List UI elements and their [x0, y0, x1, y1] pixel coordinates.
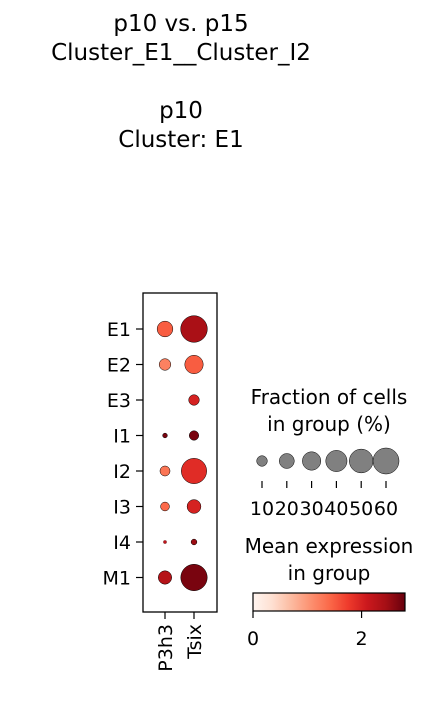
y-tick-label: E3: [107, 390, 131, 412]
dot-P3h3-I4: [163, 540, 167, 544]
dot-Tsix-I3: [186, 499, 202, 514]
colorbar-tick-label: 0: [247, 628, 259, 650]
color-legend: Mean expression in group 0 2: [245, 534, 414, 650]
dot-P3h3-E1: [156, 320, 174, 338]
dot-Tsix-E1: [180, 315, 208, 343]
size-legend-title: in group (%): [267, 412, 391, 436]
dot-Tsix-M1: [180, 564, 208, 591]
plot-frame: [142, 292, 218, 613]
size-legend-label: 60: [374, 498, 398, 520]
size-legend-dot: [256, 455, 268, 467]
title-line-1: p10 vs. p15: [113, 11, 249, 37]
x-tick-label: P3h3: [155, 624, 177, 672]
size-legend-label: 30: [300, 498, 324, 520]
dot-Tsix-E3: [188, 394, 200, 406]
colorbar-tick-label: 2: [356, 628, 368, 650]
y-tick-label: E2: [107, 355, 131, 377]
y-tick-label: E1: [107, 319, 131, 341]
dot-Tsix-E2: [184, 355, 204, 374]
size-legend-label: 40: [324, 498, 348, 520]
chart-title: p10 vs. p15 Cluster_E1__Cluster_I2 p10 C…: [0, 10, 362, 155]
size-legend-dot: [279, 453, 295, 469]
size-legend-dot: [302, 451, 322, 471]
dot-P3h3-M1: [158, 570, 172, 585]
y-tick-label: I4: [113, 532, 131, 554]
title-line-2: Cluster_E1__Cluster_I2: [51, 40, 311, 66]
dot-P3h3-I3: [160, 501, 170, 512]
colorbar: [252, 592, 406, 612]
title-line-4: p10: [159, 98, 203, 124]
dot-P3h3-I1: [162, 432, 168, 439]
size-legend-dot: [372, 447, 400, 475]
color-legend-title: Mean expression: [245, 534, 414, 558]
size-legend-label: 10: [250, 498, 274, 520]
title-line-5: Cluster: E1: [118, 127, 244, 153]
size-legend-dot: [349, 448, 374, 474]
dot-Tsix-I1: [189, 430, 199, 441]
y-tick-label: I3: [113, 497, 131, 519]
y-tick-label: I1: [113, 426, 131, 448]
size-legend-label: 50: [349, 498, 373, 520]
size-legend-title: Fraction of cells: [251, 385, 408, 409]
x-tick-label: Tsix: [184, 624, 206, 660]
y-tick-label: M1: [103, 568, 131, 590]
dot-P3h3-E2: [158, 358, 172, 371]
dot-Tsix-I2: [181, 458, 207, 484]
color-legend-title: in group: [288, 561, 371, 585]
dot-P3h3-I2: [159, 465, 171, 477]
dot-Tsix-I4: [190, 538, 198, 546]
size-legend-label: 20: [275, 498, 299, 520]
size-legend-dot: [325, 450, 348, 472]
y-tick-label: I2: [113, 461, 131, 483]
